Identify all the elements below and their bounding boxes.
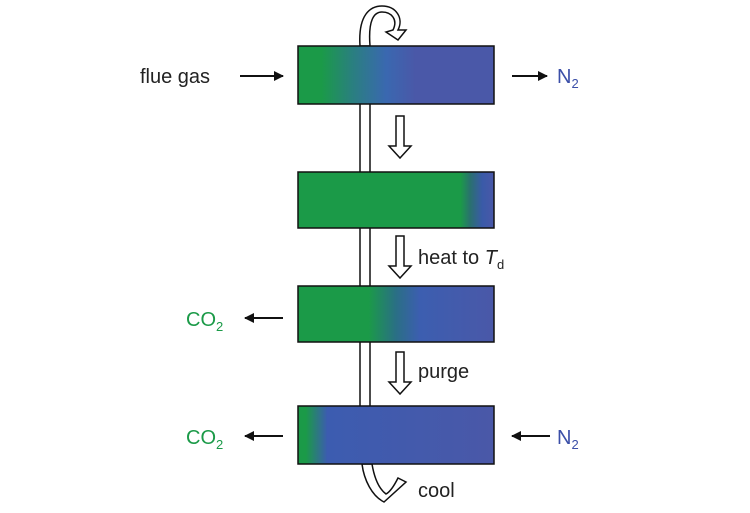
column-tube [359, 99, 371, 411]
purge-label: purge [418, 361, 469, 383]
recycle-curl-arrow-icon [359, 5, 408, 47]
column-step-4-purge [297, 405, 495, 465]
down-arrow-icon [387, 235, 413, 280]
flue-gas-label: flue gas [140, 66, 210, 88]
column-step-3-heating [297, 285, 495, 343]
column-step-1-adsorption [297, 45, 495, 105]
cool-curl-arrow-icon [361, 463, 408, 503]
heat-to-td-label: heat to Td [418, 247, 504, 272]
cool-label: cool [418, 480, 455, 502]
n2-out-label: N2 [557, 66, 579, 91]
down-arrow-icon [387, 115, 413, 160]
n2-in-label: N2 [557, 427, 579, 452]
co2-out-label-step3: CO2 [186, 309, 223, 334]
down-arrow-icon [387, 351, 413, 396]
column-step-2-saturated [297, 171, 495, 229]
co2-out-label-step4: CO2 [186, 427, 223, 452]
